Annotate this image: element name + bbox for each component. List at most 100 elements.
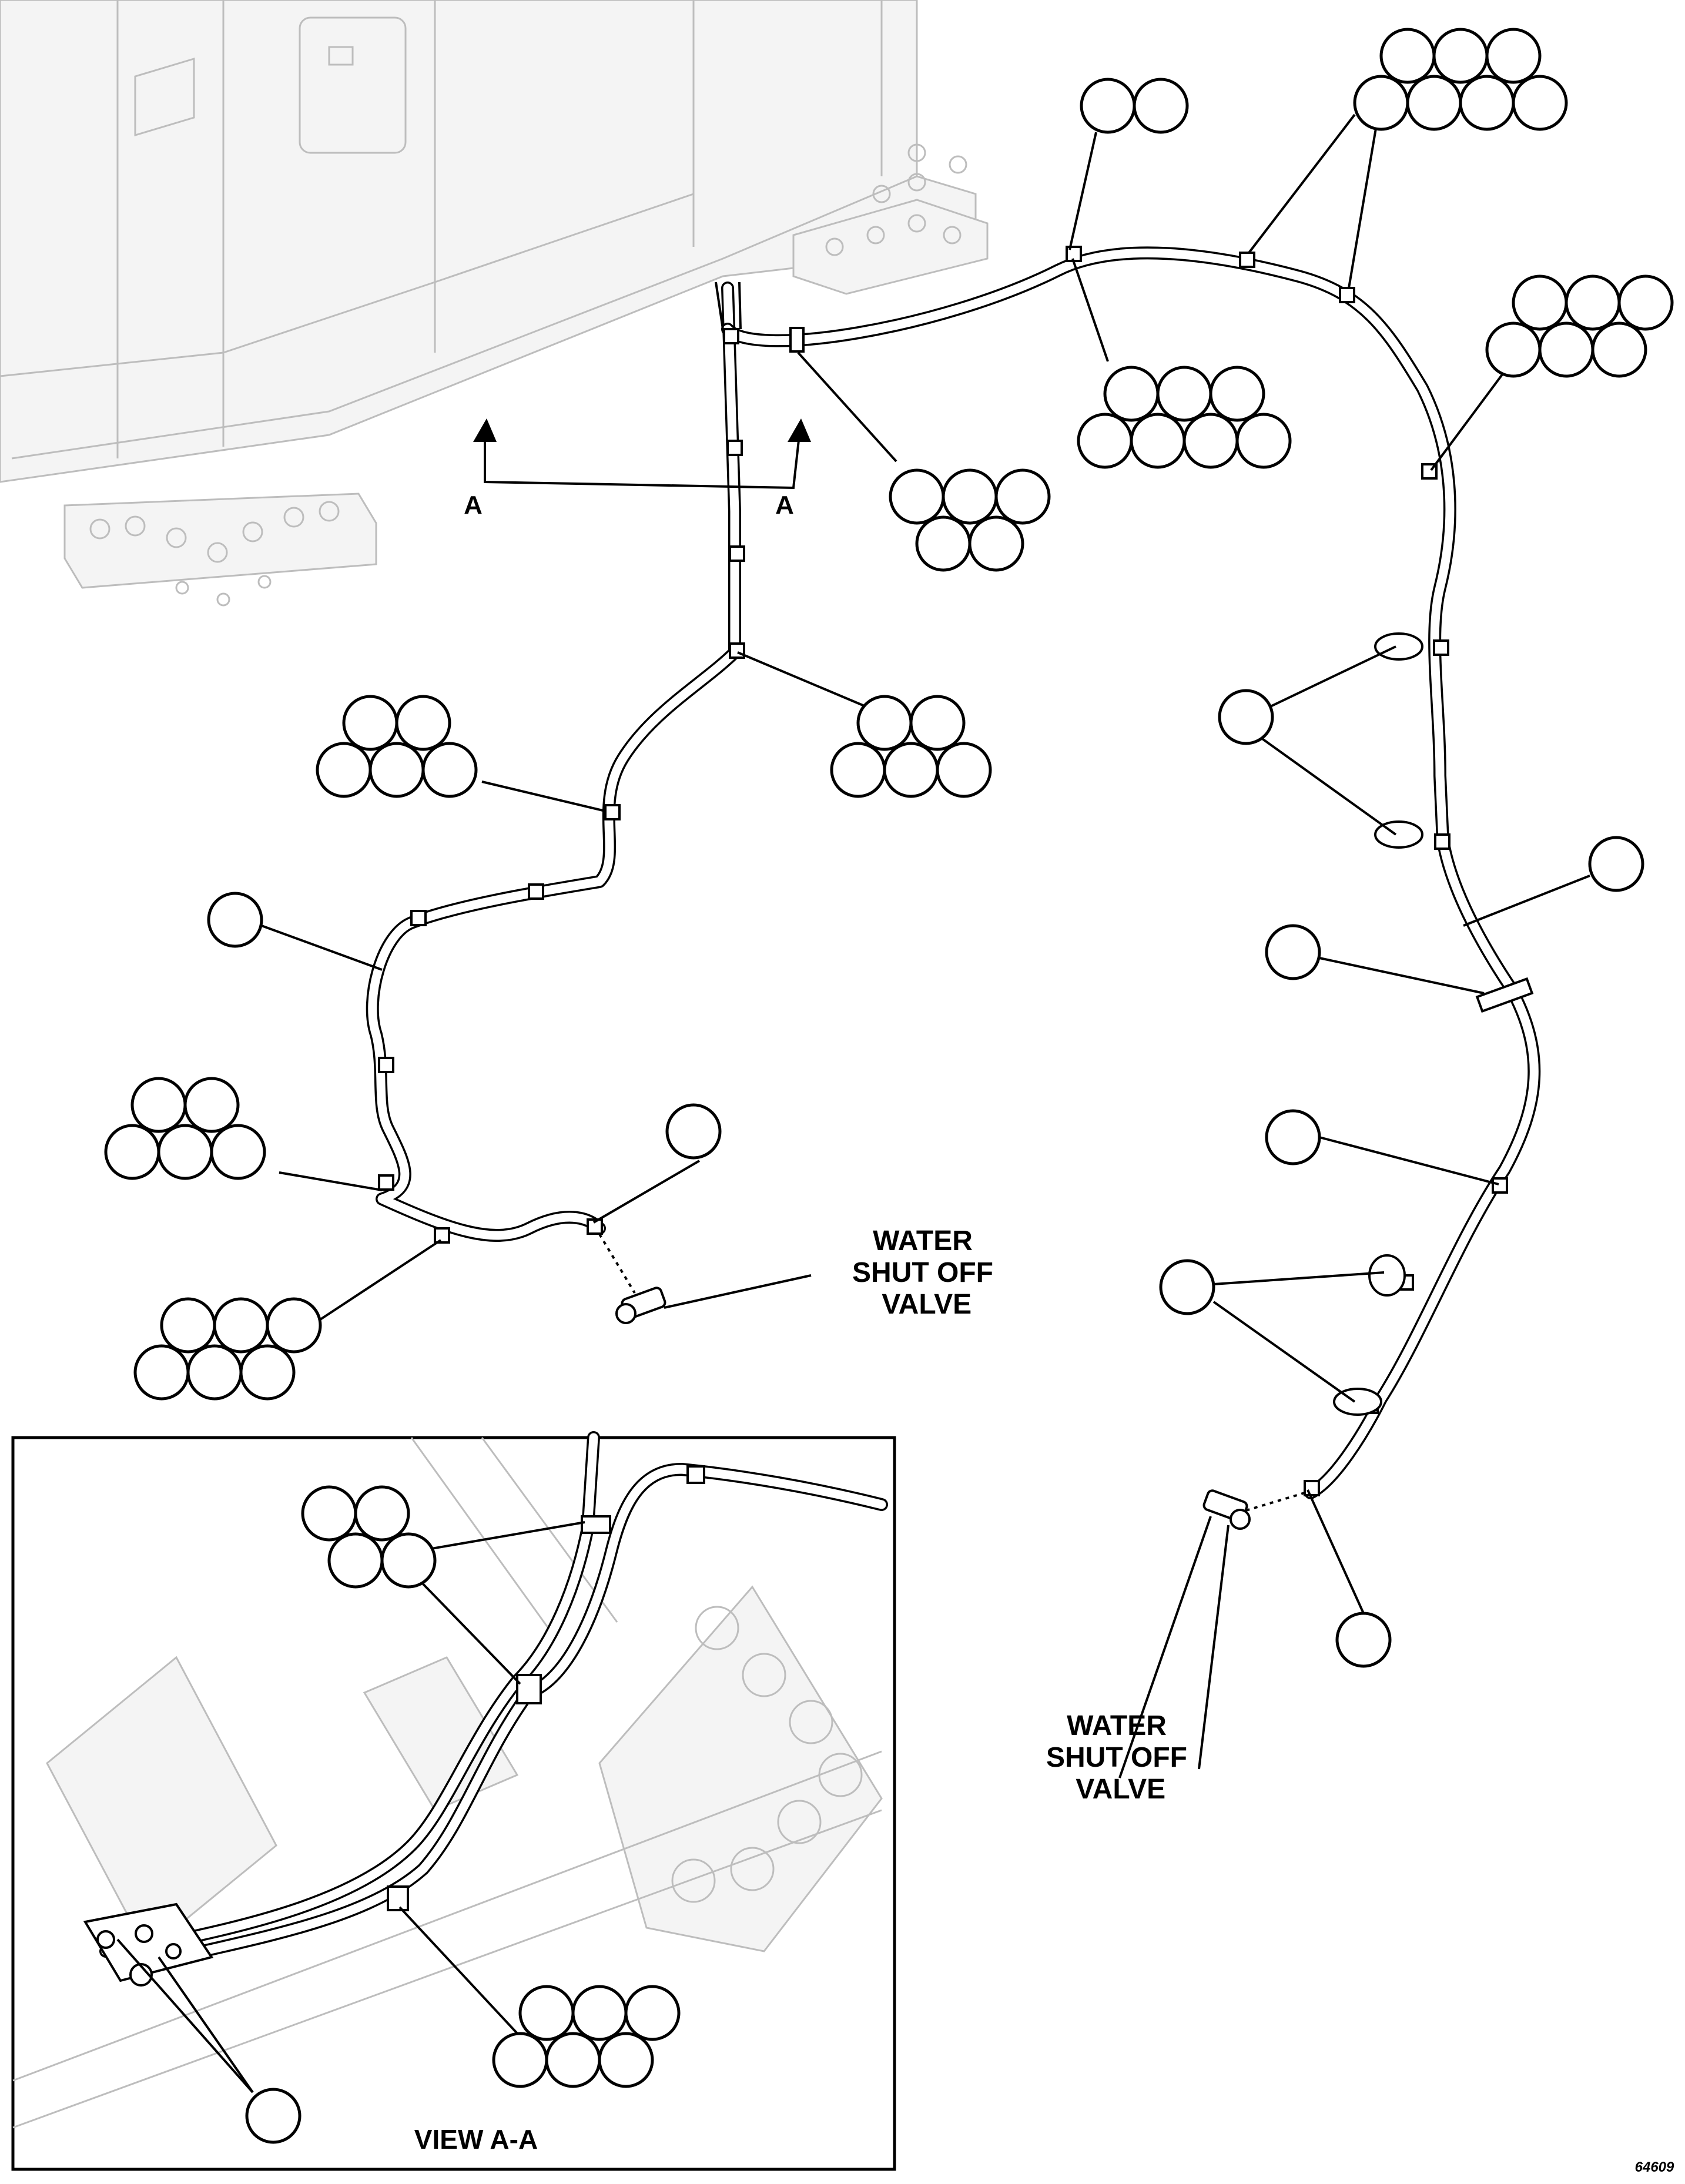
callout-balloon bbox=[1538, 321, 1594, 378]
callout-balloon bbox=[909, 695, 966, 751]
balloon-group-g01 bbox=[1080, 78, 1189, 134]
callout-balloon bbox=[1182, 413, 1239, 469]
balloon-group-g05 bbox=[1077, 366, 1292, 469]
callout-balloon bbox=[665, 1103, 722, 1160]
callout-balloon bbox=[186, 1344, 243, 1401]
callout-balloon bbox=[942, 468, 998, 525]
hose-riser-pair bbox=[715, 282, 742, 330]
view-title: VIEW A-A bbox=[414, 2124, 538, 2155]
leader-lines bbox=[116, 113, 1590, 2093]
view-a-a-inset bbox=[11, 1431, 896, 2171]
balloon-group-g14 bbox=[1265, 924, 1321, 980]
balloon-group-g08 bbox=[1218, 689, 1274, 745]
callout-balloon bbox=[395, 695, 451, 751]
callout-balloon bbox=[968, 515, 1024, 572]
balloon-group-g20 bbox=[245, 2088, 302, 2144]
balloon-group-g13 bbox=[665, 1103, 722, 1160]
balloon-group-g10 bbox=[104, 1077, 266, 1180]
balloon-group-g02 bbox=[1353, 28, 1568, 131]
callout-balloon bbox=[1080, 78, 1136, 134]
callout-balloon bbox=[518, 1985, 575, 2041]
callout-balloon bbox=[207, 892, 263, 948]
callout-balloon bbox=[327, 1532, 384, 1589]
callout-balloon bbox=[1379, 28, 1436, 84]
callout-balloon bbox=[210, 1124, 266, 1180]
callout-balloon bbox=[160, 1297, 216, 1354]
hose-clamps bbox=[378, 246, 1534, 1496]
callout-balloon bbox=[1459, 75, 1515, 131]
callout-balloon bbox=[830, 742, 886, 798]
callout-balloon bbox=[1265, 924, 1321, 980]
balloon-group-g18 bbox=[301, 1485, 437, 1589]
machine-base-plate-right bbox=[792, 143, 989, 295]
callout-balloon bbox=[1353, 75, 1409, 131]
callout-balloon bbox=[1512, 75, 1568, 131]
balloon-group-g06 bbox=[830, 695, 992, 798]
callout-balloon bbox=[1077, 413, 1133, 469]
callout-balloon bbox=[492, 2032, 548, 2088]
callout-balloon bbox=[213, 1297, 269, 1354]
callout-balloon bbox=[994, 468, 1051, 525]
balloon-group-g17 bbox=[1335, 1612, 1392, 1668]
balloon-group-g15 bbox=[1265, 1109, 1321, 1165]
callout-balloon bbox=[104, 1124, 160, 1180]
callout-balloon bbox=[889, 468, 945, 525]
section-label-a-left: A bbox=[464, 491, 483, 520]
callout-balloon bbox=[1617, 274, 1674, 331]
callout-balloon bbox=[624, 1985, 681, 2041]
callout-balloon bbox=[571, 1985, 628, 2041]
callout-balloon bbox=[1588, 836, 1644, 892]
water-hose-right bbox=[721, 246, 1541, 1499]
callout-balloon bbox=[545, 2032, 601, 2088]
balloon-group-g12 bbox=[133, 1297, 322, 1401]
callout-balloon bbox=[354, 1485, 410, 1542]
machine-housing bbox=[0, 0, 977, 483]
callout-balloon bbox=[856, 695, 913, 751]
balloon-group-g16 bbox=[1159, 1259, 1215, 1315]
callout-balloon bbox=[316, 742, 372, 798]
callout-balloon bbox=[1133, 78, 1189, 134]
callout-balloon bbox=[1432, 28, 1489, 84]
callout-balloon bbox=[915, 515, 972, 572]
callout-balloon bbox=[936, 742, 992, 798]
callout-balloon bbox=[1485, 321, 1542, 378]
p-clips bbox=[1333, 632, 1423, 1416]
callout-balloon bbox=[245, 2088, 302, 2144]
callout-balloon bbox=[1406, 75, 1462, 131]
callout-balloon bbox=[342, 695, 398, 751]
callout-balloon bbox=[1156, 366, 1212, 422]
figure-number: 64609 bbox=[1634, 2159, 1674, 2175]
water-shut-off-valve-right bbox=[1202, 1489, 1305, 1530]
callout-balloon bbox=[1485, 28, 1542, 84]
section-label-a-right: A bbox=[775, 491, 794, 520]
callout-balloon bbox=[1159, 1259, 1215, 1315]
callout-balloon bbox=[239, 1344, 296, 1401]
balloon-group-g11 bbox=[207, 892, 263, 948]
water-shut-off-valve-label-left: WATER SHUT OFF VALVE bbox=[852, 1225, 993, 1320]
callout-balloon bbox=[1209, 366, 1265, 422]
callout-balloon bbox=[883, 742, 939, 798]
callout-balloon bbox=[369, 742, 425, 798]
callout-balloon bbox=[266, 1297, 322, 1354]
callout-balloon bbox=[598, 2032, 654, 2088]
balloon-group-g09 bbox=[1588, 836, 1644, 892]
callout-balloon bbox=[1335, 1612, 1392, 1668]
callout-balloon bbox=[301, 1485, 357, 1542]
callout-balloon bbox=[1235, 413, 1292, 469]
water-shut-off-valve-label-right: WATER SHUT OFF VALVE bbox=[1046, 1710, 1187, 1805]
machine-base-plate-left bbox=[63, 493, 377, 607]
water-shut-off-valve-left bbox=[598, 1233, 666, 1324]
callout-balloon bbox=[1512, 274, 1568, 331]
section-arrows bbox=[473, 418, 811, 490]
callout-balloon bbox=[130, 1077, 187, 1133]
callout-balloon bbox=[157, 1124, 213, 1180]
callout-balloon bbox=[380, 1532, 437, 1589]
balloon-group-g04 bbox=[889, 468, 1051, 572]
callout-balloon bbox=[1130, 413, 1186, 469]
callout-balloon bbox=[1565, 274, 1621, 331]
water-hose-left bbox=[366, 282, 741, 1242]
callout-balloon bbox=[1591, 321, 1647, 378]
callout-balloon bbox=[1265, 1109, 1321, 1165]
callout-balloon bbox=[1103, 366, 1160, 422]
